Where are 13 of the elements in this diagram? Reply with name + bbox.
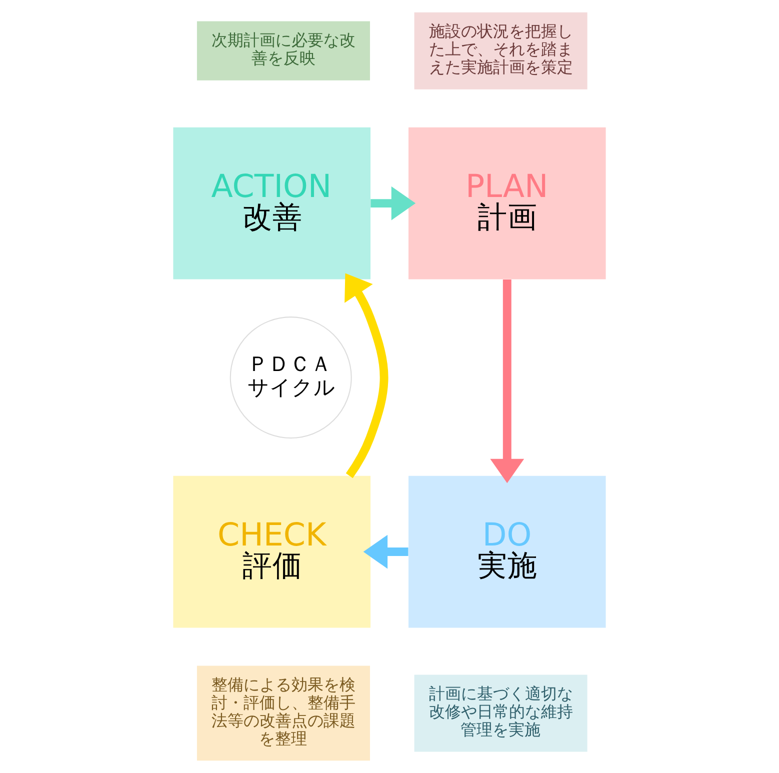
arrow — [490, 280, 524, 484]
node-box: 次期計画に必要な改善を反映 — [196, 21, 370, 80]
node-box: 計画に基づく適切な改修や日常的な維持管理を実施 — [414, 674, 588, 752]
node-box: PLAN 計画 — [408, 127, 606, 280]
node-box: 施設の状況を把握した上で、それを踏まえた実施計画を策定 — [414, 12, 588, 90]
node-circle: ＰＤＣＡサイクル — [230, 316, 352, 439]
node-box: DO 実施 — [408, 476, 606, 628]
arrow — [370, 186, 416, 220]
node-box: CHECK 評価 — [173, 476, 370, 628]
node-box: ACTION 改善 — [173, 127, 370, 280]
node-box: 整備による効果を検討・評価し、整備手法等の改善点の課題を整理 — [196, 666, 370, 761]
arrow — [363, 534, 408, 569]
arrow — [344, 273, 388, 478]
